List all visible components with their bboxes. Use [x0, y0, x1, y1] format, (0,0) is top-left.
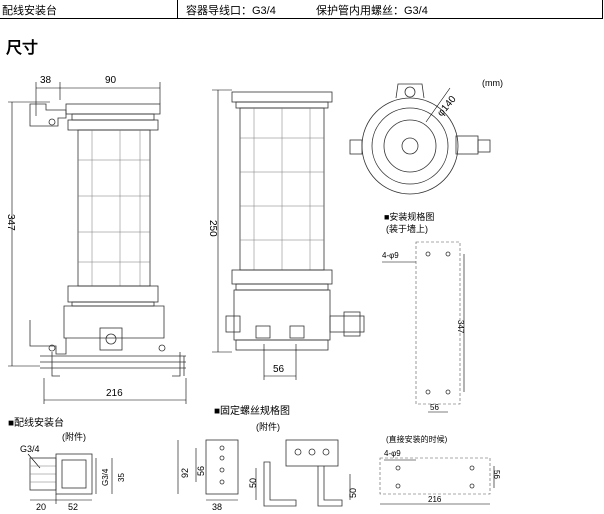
unit-label: (mm) [482, 78, 503, 88]
wall-mount-dim-347: 347 [456, 320, 465, 334]
bracket-dim-50-right: 50 [348, 488, 358, 498]
side-view: 38 90 347 [5, 75, 187, 404]
wall-mount-subtitle: (装于墙上) [386, 223, 428, 234]
wiring-base-dim-35: 35 [117, 473, 126, 482]
bracket-dim-50: 50 [248, 478, 258, 488]
front-dim-56: 56 [273, 364, 285, 375]
side-dim-90: 90 [105, 75, 117, 86]
spec-cell-container-port: 容器导线口：G3/4 [186, 5, 276, 17]
bracket-dim-38: 38 [212, 502, 222, 512]
bracket-drawing: ■固定螺丝规格图 (附件) 92 56 38 50 50 [177, 404, 358, 512]
direct-mount-dim-56: 56 [492, 470, 501, 479]
wiring-base-thread-label: G3/4 [20, 444, 40, 454]
wall-mount-dim-56: 56 [430, 403, 439, 412]
front-view: 250 56 [207, 89, 365, 380]
wiring-base-dim-52: 52 [68, 502, 78, 512]
wiring-base-drawing: ■配线安装台 (附件) G3/4 G3/4 35 20 52 [8, 416, 126, 512]
top-view: φ140 (mm) [349, 78, 503, 195]
bracket-dim-56: 56 [196, 466, 206, 476]
wiring-base-thread-side: G3/4 [101, 468, 110, 486]
bracket-title: ■固定螺丝规格图 [214, 404, 290, 417]
wall-mount-title: ■安装规格图 [384, 211, 434, 222]
spec-cell-wiring-base: 配线安装台 [2, 5, 57, 17]
bracket-subtitle: (附件) [256, 421, 280, 432]
front-dim-250: 250 [207, 220, 218, 237]
direct-mount-title: (直接安装的时候) [386, 434, 448, 444]
spec-cell-conduit-thread: 保护管内用螺丝：G3/4 [316, 5, 428, 17]
direct-mount-hole-label: 4-φ9 [384, 449, 401, 458]
wiring-base-subtitle: (附件) [62, 431, 86, 442]
side-dim-38: 38 [40, 75, 52, 86]
side-dim-216: 216 [106, 388, 123, 399]
table-divider [177, 0, 178, 18]
bracket-dim-92: 92 [180, 468, 190, 478]
side-dim-347: 347 [5, 214, 16, 231]
wiring-base-title: ■配线安装台 [8, 416, 64, 429]
direct-mount-dim-216: 216 [428, 495, 442, 504]
spec-table-row: 配线安装台 容器导线口：G3/4 保护管内用螺丝：G3/4 [0, 0, 603, 19]
direct-mount-drawing: (直接安装的时候) 4-φ9 56 216 [379, 434, 501, 505]
section-title: 尺寸 [6, 40, 39, 57]
wiring-base-dim-20: 20 [36, 502, 46, 512]
wall-mount-hole-label: 4-φ9 [382, 251, 399, 260]
wall-mount-drawing: ■安装规格图 (装于墙上) 4-φ9 347 56 [382, 211, 465, 413]
